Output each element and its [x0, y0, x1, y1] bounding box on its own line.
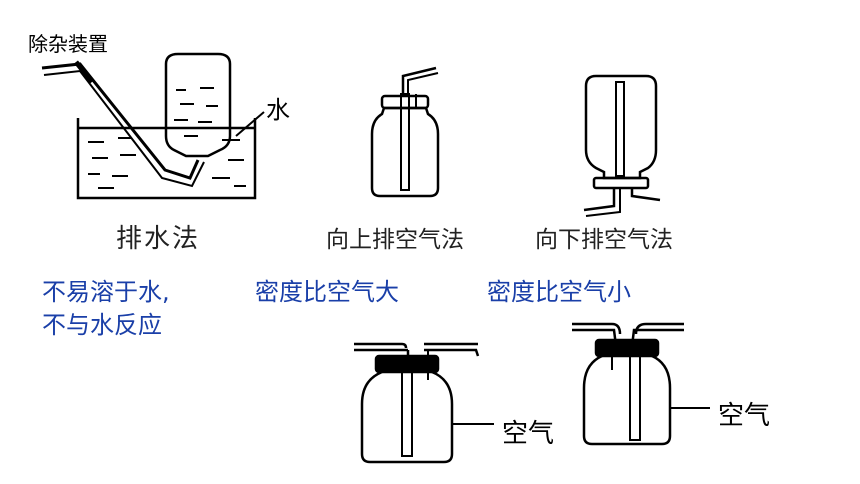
water-pointer [235, 111, 265, 137]
rubber-tube [74, 60, 94, 84]
note-upward: 密度比空气大 [255, 278, 399, 306]
water-label: 水 [266, 96, 290, 124]
bottle-water-dashes [174, 87, 218, 137]
inverted-bottle [164, 52, 232, 158]
lower-bottle-2 [572, 322, 710, 446]
caption-upward-air: 向上排空气法 [326, 227, 464, 253]
drainage-apparatus [41, 52, 265, 200]
caption-downward-air: 向下排空气法 [535, 227, 673, 253]
note-water-line1: 不易溶于水, [42, 278, 170, 306]
water-dashes [88, 137, 246, 189]
downward-air-bottle [583, 74, 661, 217]
note-downward: 密度比空气小 [487, 278, 631, 306]
water-trough [76, 118, 257, 200]
caption-drainage: 排水法 [116, 224, 201, 254]
page-title: 除杂装置 [28, 32, 108, 56]
air-label-1: 空气 [502, 419, 555, 449]
air-label-2: 空气 [718, 401, 771, 431]
lower-bottle-1 [354, 342, 494, 464]
upward-air-bottle [370, 66, 440, 198]
note-water-line2: 不与水反应 [42, 311, 162, 339]
